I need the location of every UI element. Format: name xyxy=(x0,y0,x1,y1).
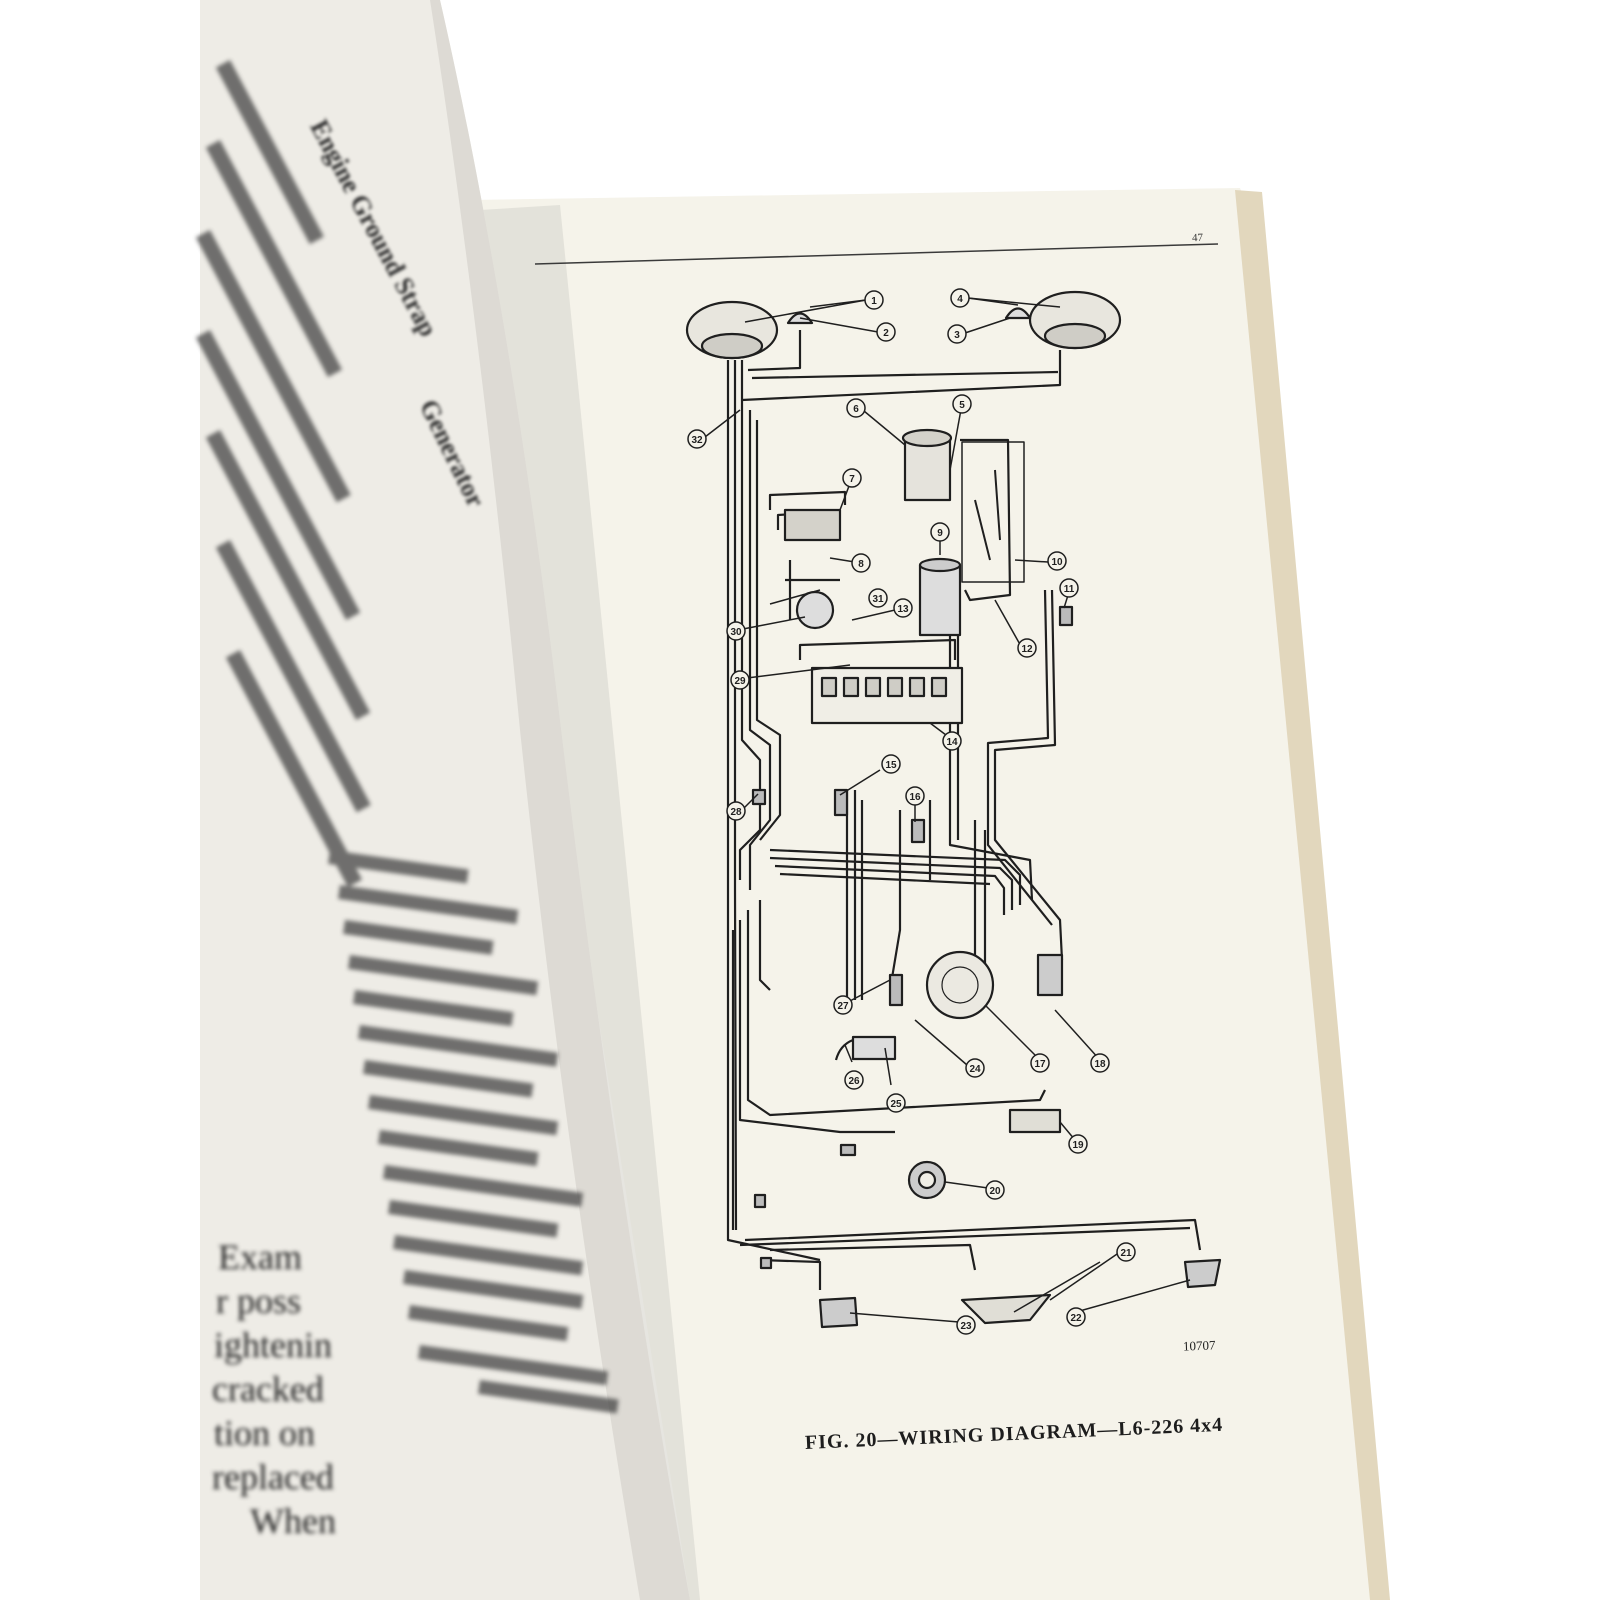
ignition-coil xyxy=(918,563,962,637)
callout-22-label: 22 xyxy=(1070,1313,1082,1324)
callout-3-label: 3 xyxy=(954,330,960,341)
left-line-2: r poss xyxy=(216,1281,302,1321)
callout-27: 27 xyxy=(833,995,853,1015)
callout-26-label: 26 xyxy=(848,1076,860,1087)
callout-9: 9 xyxy=(930,522,950,542)
callout-17-label: 17 xyxy=(1034,1059,1046,1070)
callout-23-label: 23 xyxy=(960,1321,972,1332)
callout-13: 13 xyxy=(893,598,913,618)
callout-15: 15 xyxy=(881,754,901,774)
left-line-7: When xyxy=(250,1501,336,1541)
callout-8: 8 xyxy=(851,553,871,573)
callout-12-label: 12 xyxy=(1021,644,1033,655)
callout-12: 12 xyxy=(1017,638,1037,658)
callout-21-label: 21 xyxy=(1120,1248,1132,1259)
callout-29-label: 29 xyxy=(734,676,746,687)
callout-13-label: 13 xyxy=(897,604,909,615)
fuel-sender xyxy=(960,1293,1052,1325)
callout-6-label: 6 xyxy=(853,404,859,415)
tail-lamp-left xyxy=(818,1296,859,1329)
callout-21: 21 xyxy=(1116,1242,1136,1262)
page-number: 47 xyxy=(1191,231,1204,245)
page-edge xyxy=(1235,190,1390,1600)
callout-30-label: 30 xyxy=(730,627,742,638)
callout-20-label: 20 xyxy=(989,1186,1001,1197)
starter-switch xyxy=(851,1035,897,1061)
callout-7-label: 7 xyxy=(849,474,855,485)
left-line-4: cracked xyxy=(212,1369,324,1409)
callout-11: 11 xyxy=(1059,578,1079,598)
wiring-diagram xyxy=(685,290,1222,1329)
callout-2-label: 2 xyxy=(883,328,889,339)
callout-24: 24 xyxy=(965,1058,985,1078)
callout-10-label: 10 xyxy=(1051,557,1063,568)
right-page xyxy=(470,188,1372,1600)
left-page-text-fragments: Exam r poss ightenin cracked tion on rep… xyxy=(210,1235,336,1543)
callout-10: 10 xyxy=(1047,551,1067,571)
left-line-1: Exam xyxy=(218,1237,302,1277)
callout-5: 5 xyxy=(952,394,972,414)
callout-31-label: 31 xyxy=(872,594,884,605)
callouts: 1 2 3 4 5 6 7 8 9 10 11 12 13 14 15 16 1… xyxy=(687,288,1136,1335)
callout-32-label: 32 xyxy=(691,435,703,446)
figure-id: 10707 xyxy=(1182,1337,1216,1354)
callout-17: 17 xyxy=(1030,1053,1050,1073)
dash-switch xyxy=(961,441,1025,583)
callout-6: 6 xyxy=(846,398,866,418)
callout-32: 32 xyxy=(687,429,707,449)
voltage-regulator xyxy=(783,508,842,542)
callout-20: 20 xyxy=(985,1180,1005,1200)
callout-1: 1 xyxy=(864,290,884,310)
callout-25: 25 xyxy=(886,1093,906,1113)
header-rule xyxy=(534,243,1219,265)
callout-14-label: 14 xyxy=(946,737,958,748)
callout-8-label: 8 xyxy=(858,559,864,570)
callout-1-label: 1 xyxy=(871,296,877,307)
callout-27-label: 27 xyxy=(837,1001,849,1012)
callout-31: 31 xyxy=(868,588,888,608)
left-line-3: ightenin xyxy=(214,1325,332,1365)
callout-23: 23 xyxy=(956,1315,976,1335)
callout-4: 4 xyxy=(950,288,970,308)
callout-26: 26 xyxy=(844,1070,864,1090)
left-line-5: tion on xyxy=(214,1413,316,1453)
callout-leaders xyxy=(704,297,1191,1323)
light-switch xyxy=(1036,953,1064,997)
callout-16-label: 16 xyxy=(909,792,921,803)
callout-16: 16 xyxy=(905,786,925,806)
left-page-blurred-text xyxy=(195,60,619,1414)
callout-19: 19 xyxy=(1068,1134,1088,1154)
trailer-socket xyxy=(1008,1108,1062,1134)
callout-18: 18 xyxy=(1090,1053,1110,1073)
callout-11-label: 11 xyxy=(1064,584,1075,595)
callout-28-label: 28 xyxy=(730,807,742,818)
callout-25-label: 25 xyxy=(890,1099,902,1110)
callout-24-label: 24 xyxy=(969,1064,981,1075)
callout-2: 2 xyxy=(876,322,896,342)
ignition-switch xyxy=(925,950,995,1020)
callout-7: 7 xyxy=(842,468,862,488)
callout-3: 3 xyxy=(947,324,967,344)
tail-lamp-right xyxy=(1183,1258,1222,1289)
air-cleaner xyxy=(903,438,952,502)
callout-28: 28 xyxy=(726,801,746,821)
distributor xyxy=(795,590,835,630)
callout-4-label: 4 xyxy=(957,294,963,305)
callout-22: 22 xyxy=(1066,1307,1086,1327)
callout-5-label: 5 xyxy=(959,400,965,411)
parking-lamp-right xyxy=(1004,307,1032,320)
callout-19-label: 19 xyxy=(1072,1140,1084,1151)
callout-30: 30 xyxy=(726,621,746,641)
callout-9-label: 9 xyxy=(937,528,943,539)
callout-15-label: 15 xyxy=(885,760,897,771)
left-line-6: replaced xyxy=(212,1457,334,1497)
callout-29: 29 xyxy=(730,670,750,690)
callout-14: 14 xyxy=(942,731,962,751)
callout-18-label: 18 xyxy=(1094,1059,1106,1070)
